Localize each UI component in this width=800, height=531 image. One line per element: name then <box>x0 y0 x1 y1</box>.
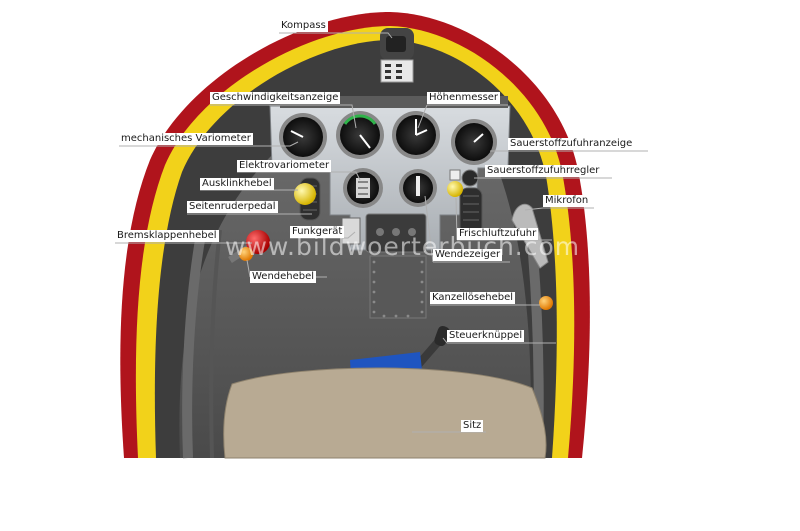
label-frischluftzufuhr: Frischluftzufuhr <box>457 228 539 240</box>
electric-variometer-gauge <box>343 168 383 208</box>
fresh-air-knob <box>447 181 463 197</box>
label-funkgeraet: Funkgerät <box>290 226 345 238</box>
label-sauerstoffzufuhrregler: Sauerstoffzufuhrregler <box>485 165 602 177</box>
trim-knob <box>239 247 253 261</box>
label-mechanisches-variometer: mechanisches Variometer <box>119 133 253 145</box>
turn-indicator-gauge <box>399 169 437 207</box>
altimeter-gauge <box>392 111 440 159</box>
leader-lines <box>115 32 648 433</box>
label-kanzelloesehebel: Kanzellösehebel <box>430 292 516 304</box>
airspeed-gauge <box>336 111 384 159</box>
seat <box>223 367 547 459</box>
label-kompass: Kompass <box>279 20 328 32</box>
label-elektrovariometer: Elektrovariometer <box>237 160 332 172</box>
release-knob <box>294 183 316 205</box>
label-wendezeiger: Wendezeiger <box>433 249 503 261</box>
label-hoehenmesser: Höhenmesser <box>427 92 501 104</box>
label-sitz: Sitz <box>461 420 484 432</box>
canopy-release-knob <box>539 296 553 310</box>
label-steuerknueppel: Steuerknüppel <box>447 330 525 342</box>
label-mikrofon: Mikrofon <box>543 195 591 207</box>
center-console <box>369 255 427 319</box>
oxygen-gauge <box>451 119 497 165</box>
mech-variometer-gauge <box>279 113 327 161</box>
label-bremsklappenhebel: Bremsklappenhebel <box>115 230 219 242</box>
airbrake-knob <box>246 230 270 254</box>
label-seitenruderpedal: Seitenruderpedal <box>187 201 278 213</box>
label-sauerstoffzufuhranzeige: Sauerstoffzufuhranzeige <box>508 138 635 150</box>
label-geschwindigkeitsanzeige: Geschwindigkeitsanzeige <box>210 92 341 104</box>
label-wendehebel: Wendehebel <box>250 271 317 283</box>
label-ausklinkhebel: Ausklinkhebel <box>200 178 274 190</box>
